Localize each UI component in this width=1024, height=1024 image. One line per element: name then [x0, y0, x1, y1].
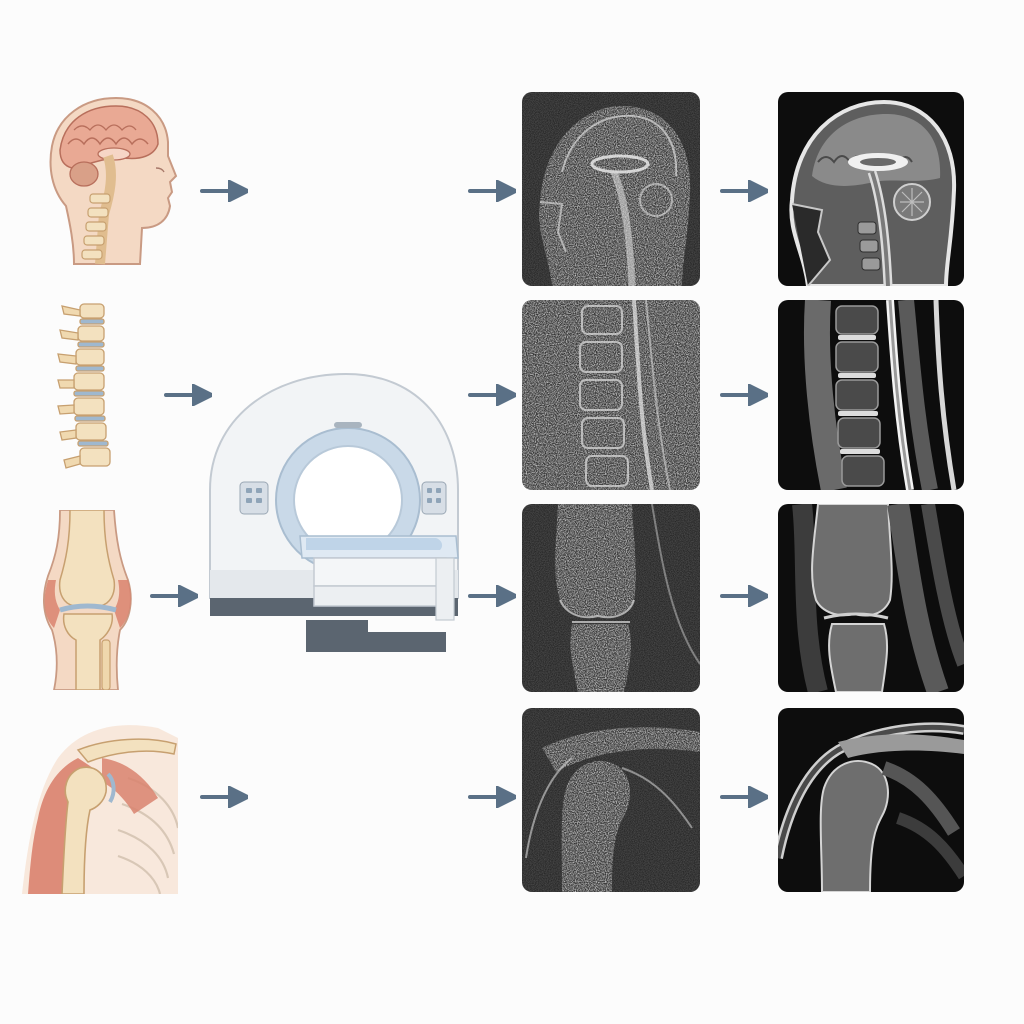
knee-anatomy-illustration: [43, 510, 132, 690]
denoised-shoulder-mri-tile: [778, 708, 964, 892]
right-arrow-icon: [164, 384, 212, 406]
right-arrow-icon: [720, 180, 768, 202]
right-arrow-icon: [720, 786, 768, 808]
right-arrow-icon: [468, 384, 516, 406]
noisy-shoulder-mri-tile: [522, 708, 700, 892]
right-arrow-icon: [200, 786, 248, 808]
right-arrow-icon: [200, 180, 248, 202]
spine-anatomy-illustration: [57, 303, 111, 469]
right-arrow-icon: [468, 585, 516, 607]
denoised-brain-mri-tile: [778, 92, 964, 286]
denoised-knee-mri-tile: [778, 504, 964, 692]
right-arrow-icon: [720, 585, 768, 607]
right-arrow-icon: [468, 180, 516, 202]
right-arrow-icon: [468, 786, 516, 808]
head-anatomy-illustration: [49, 96, 178, 265]
noisy-knee-mri-tile: [522, 504, 700, 692]
right-arrow-icon: [720, 384, 768, 406]
noisy-spine-mri-tile: [522, 300, 700, 490]
denoised-spine-mri-tile: [778, 300, 964, 490]
shoulder-anatomy-illustration: [22, 725, 178, 894]
mri-scanner-icon: [209, 372, 459, 652]
noisy-brain-mri-tile: [522, 92, 700, 286]
control-panel-left: [239, 481, 269, 515]
right-arrow-icon: [150, 585, 198, 607]
